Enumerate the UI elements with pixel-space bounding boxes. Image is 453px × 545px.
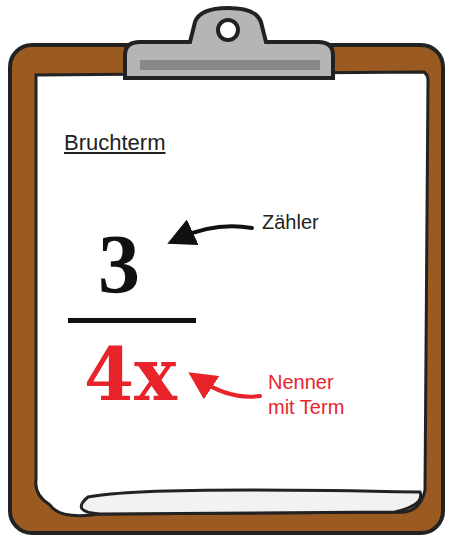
clipboard-board	[10, 45, 443, 533]
leader-arrow	[200, 380, 260, 397]
leader-arrow	[180, 226, 252, 238]
paper-sheet	[36, 72, 428, 516]
clip	[125, 8, 333, 78]
fraction-bar	[68, 318, 196, 323]
denominator-label: Nenner mit Term	[268, 370, 360, 420]
clip-hole	[218, 20, 238, 40]
heading: Bruchterm	[64, 130, 165, 156]
numerator-label: Zähler	[262, 210, 319, 235]
numerator: 3	[98, 212, 140, 317]
clip-shadow	[140, 60, 320, 70]
denominator: 4x	[84, 330, 177, 420]
paper-curl	[81, 490, 420, 514]
